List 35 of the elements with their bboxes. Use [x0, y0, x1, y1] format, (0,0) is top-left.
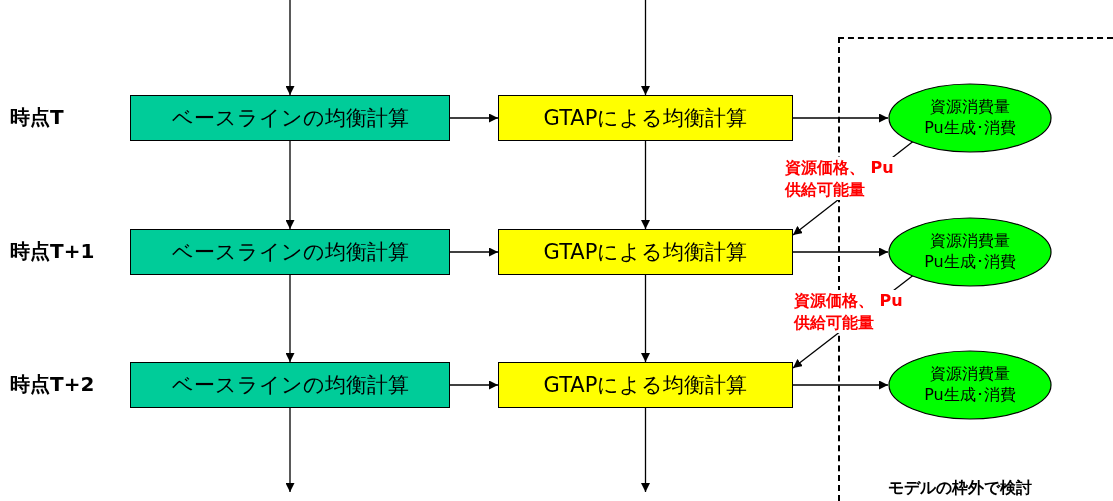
process-box	[498, 229, 793, 275]
edge-label: 資源価格、 Pu供給可能量	[785, 157, 894, 201]
node-label: 資源消費量 Pu生成･消費	[923, 364, 1017, 406]
arrow	[641, 140, 650, 230]
arrow	[641, 407, 650, 493]
process-box	[130, 229, 450, 275]
arrow	[285, 0, 295, 96]
process-box	[498, 95, 793, 141]
arrow	[641, 0, 650, 96]
node-label: GTAPによる均衡計算	[543, 105, 748, 132]
arrow	[641, 274, 650, 363]
node-label: 資源消費量 Pu生成･消費	[923, 231, 1017, 273]
process-box	[130, 362, 450, 408]
time-label: 時点T+1	[10, 238, 95, 265]
node-label: ベースラインの均衡計算	[171, 239, 409, 266]
node-label: ベースラインの均衡計算	[171, 372, 409, 399]
arrow	[285, 140, 295, 230]
process-box	[498, 362, 793, 408]
arrow	[792, 380, 889, 390]
arrow	[285, 274, 295, 363]
node-label: GTAPによる均衡計算	[543, 372, 748, 399]
time-label: 時点T+2	[10, 371, 95, 398]
arrow	[792, 113, 889, 123]
node-label: GTAPによる均衡計算	[543, 239, 748, 266]
process-box	[130, 95, 450, 141]
node-label: 資源消費量 Pu生成･消費	[923, 97, 1017, 139]
arrow	[449, 247, 499, 257]
arrow	[449, 380, 499, 390]
time-label: 時点T	[10, 104, 64, 131]
node-label: ベースラインの均衡計算	[171, 105, 409, 132]
arrow	[449, 113, 499, 123]
arrow	[285, 407, 295, 493]
region-label: モデルの枠外で検討	[888, 478, 1032, 499]
arrow	[792, 247, 889, 257]
edge-label: 資源価格、 Pu供給可能量	[794, 290, 903, 334]
